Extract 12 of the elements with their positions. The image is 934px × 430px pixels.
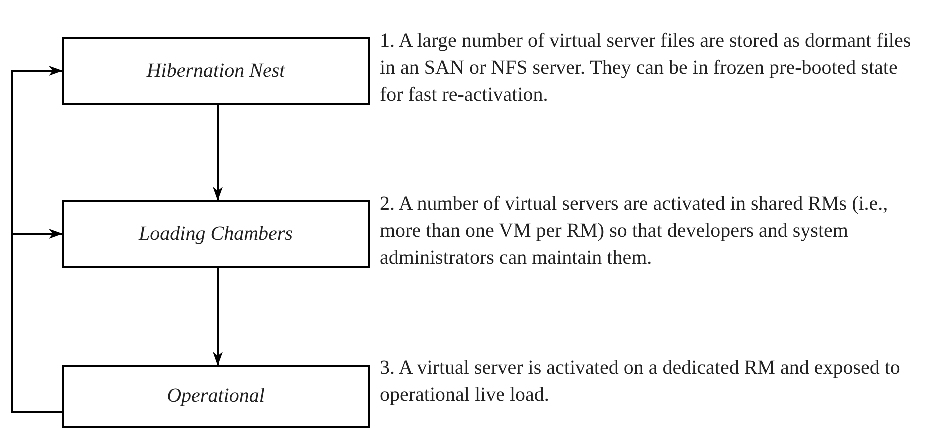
description-text: 2. A number of virtual servers are activated in shared RMs (i.e., more than one VM per RM) so that developers and system administrators can maintain them. xyxy=(380,192,890,271)
box-label: Operational xyxy=(167,385,265,408)
process-box xyxy=(62,365,370,428)
process-box xyxy=(62,37,370,105)
arrow xyxy=(213,268,223,366)
description-text: 1. A large number of virtual server files are stored as dormant files in an SAN or NFS server. They can be in frozen pre-booted state for fast re-activation. xyxy=(380,29,912,108)
box-label: Hibernation Nest xyxy=(146,60,286,82)
arrow xyxy=(11,229,63,414)
process-box xyxy=(62,200,370,268)
box-label: Loading Chambers xyxy=(139,222,293,246)
description-text: 3. A virtual server is activated on a dedicated RM and exposed to operational live load. xyxy=(380,356,902,408)
arrow xyxy=(213,105,223,201)
